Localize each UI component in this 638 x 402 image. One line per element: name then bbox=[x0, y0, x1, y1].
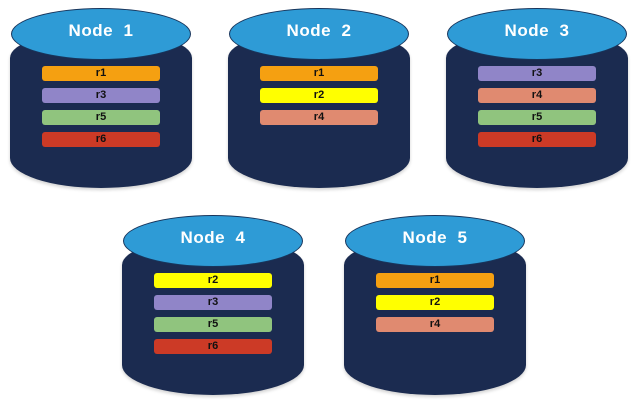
node-cylinder-1[interactable]: Node 1 r1 r3 r5 r6 bbox=[10, 8, 192, 188]
cylinder-top-icon bbox=[345, 215, 525, 267]
record-bar[interactable]: r1 bbox=[42, 66, 160, 81]
node-label-3: Node 3 bbox=[504, 21, 570, 40]
record-bar[interactable]: r2 bbox=[376, 295, 494, 310]
record-bar[interactable]: r1 bbox=[376, 273, 494, 288]
node-cylinder-4[interactable]: Node 4 r2 r3 r5 r6 bbox=[122, 215, 304, 395]
record-bar[interactable]: r3 bbox=[154, 295, 272, 310]
node-cylinder-2[interactable]: Node 2 r1 r2 r4 bbox=[228, 8, 410, 188]
cylinder-top-icon bbox=[11, 8, 191, 60]
cylinder-top-icon bbox=[447, 8, 627, 60]
record-bar[interactable]: r5 bbox=[42, 110, 160, 125]
record-list-3: r3 r4 r5 r6 bbox=[478, 66, 596, 154]
record-bar[interactable]: r5 bbox=[478, 110, 596, 125]
record-bar[interactable]: r1 bbox=[260, 66, 378, 81]
record-bar[interactable]: r6 bbox=[42, 132, 160, 147]
record-list-1: r1 r3 r5 r6 bbox=[42, 66, 160, 154]
record-bar[interactable]: r2 bbox=[154, 273, 272, 288]
record-list-4: r2 r3 r5 r6 bbox=[154, 273, 272, 361]
node-label-1: Node 1 bbox=[68, 21, 134, 40]
cylinder-top-icon bbox=[123, 215, 303, 267]
node-label-5: Node 5 bbox=[402, 228, 468, 247]
node-cylinder-5[interactable]: Node 5 r1 r2 r4 bbox=[344, 215, 526, 395]
record-bar[interactable]: r2 bbox=[260, 88, 378, 103]
record-bar[interactable]: r4 bbox=[260, 110, 378, 125]
record-list-5: r1 r2 r4 bbox=[376, 273, 494, 339]
record-bar[interactable]: r3 bbox=[478, 66, 596, 81]
record-bar[interactable]: r6 bbox=[154, 339, 272, 354]
node-label-2: Node 2 bbox=[286, 21, 352, 40]
record-bar[interactable]: r5 bbox=[154, 317, 272, 332]
record-bar[interactable]: r3 bbox=[42, 88, 160, 103]
cylinder-top-icon bbox=[229, 8, 409, 60]
record-bar[interactable]: r4 bbox=[478, 88, 596, 103]
record-bar[interactable]: r6 bbox=[478, 132, 596, 147]
record-list-2: r1 r2 r4 bbox=[260, 66, 378, 132]
record-bar[interactable]: r4 bbox=[376, 317, 494, 332]
node-cylinder-3[interactable]: Node 3 r3 r4 r5 r6 bbox=[446, 8, 628, 188]
node-label-4: Node 4 bbox=[180, 228, 246, 247]
